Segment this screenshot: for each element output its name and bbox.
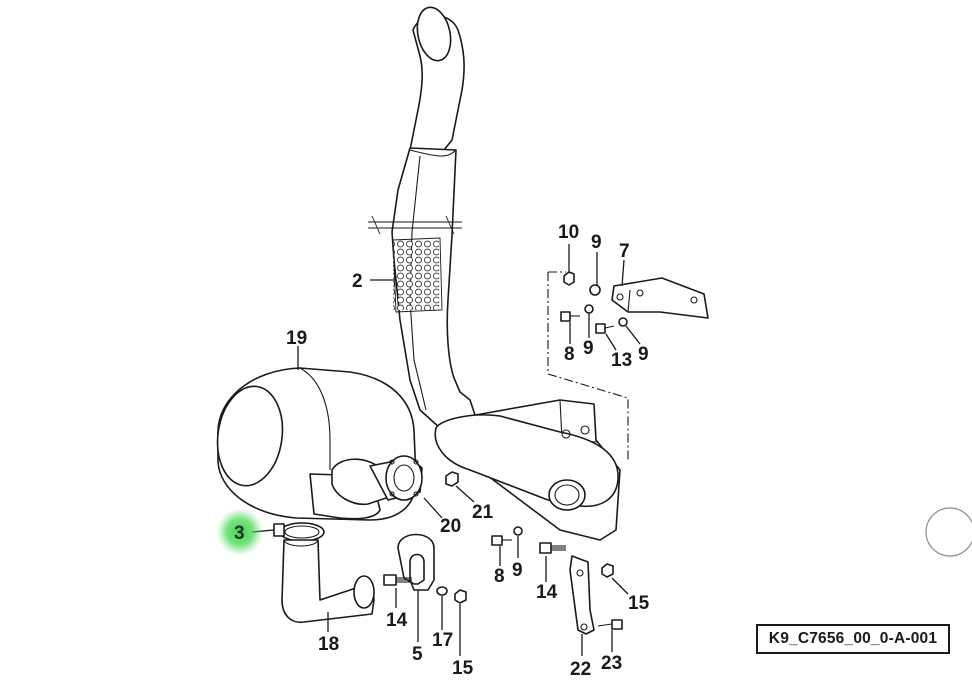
exhaust-elbow-assembly [434, 399, 621, 541]
exhaust-stack-pipe [368, 6, 477, 429]
callout-9-upper-right[interactable]: 9 [638, 344, 649, 365]
bolt-14-right [539, 542, 566, 554]
washer-9-top [589, 284, 601, 296]
callout-5[interactable]: 5 [412, 644, 423, 665]
callout-9-middle[interactable]: 9 [512, 560, 523, 581]
callout-3[interactable]: 3 [234, 523, 245, 544]
washer-17 [436, 586, 448, 596]
callout-14-right[interactable]: 14 [536, 582, 558, 603]
callout-2[interactable]: 2 [352, 271, 363, 292]
callout-9-top[interactable]: 9 [591, 232, 602, 253]
heat-shield-perforation [393, 240, 439, 310]
outlet-elbow-pipe [281, 539, 375, 624]
bolt-8-upper [560, 311, 580, 322]
washer-9-upper-right [618, 317, 628, 327]
nut-15-right [601, 563, 614, 578]
callout-13[interactable]: 13 [611, 350, 632, 371]
nut-10 [563, 271, 575, 286]
callout-7[interactable]: 7 [619, 241, 630, 262]
callout-9-upper-left[interactable]: 9 [583, 338, 594, 359]
callout-19[interactable]: 19 [286, 328, 307, 349]
callout-15-left[interactable]: 15 [452, 658, 474, 679]
callout-22[interactable]: 22 [570, 659, 591, 680]
callout-10[interactable]: 10 [558, 222, 579, 243]
callout-23[interactable]: 23 [601, 653, 622, 674]
callout-18[interactable]: 18 [318, 634, 339, 655]
callout-20[interactable]: 20 [440, 516, 461, 537]
zoom-circle-control[interactable] [925, 507, 972, 557]
support-bracket-22 [569, 555, 595, 635]
drawing-reference-code: K9_C7656_00_0-A-001 [756, 624, 950, 654]
callout-15-right[interactable]: 15 [628, 593, 650, 614]
highlight-glow [216, 508, 264, 556]
muffler [216, 367, 423, 521]
callout-8-middle[interactable]: 8 [494, 566, 505, 587]
pipe-clamp [397, 533, 435, 591]
outlet-clamp [273, 522, 325, 542]
bolt-13 [595, 323, 615, 334]
kit-boundary-line [547, 272, 629, 460]
washer-9-middle [513, 526, 523, 536]
bolt-14-left [383, 574, 412, 586]
washer-9-upper-left [584, 304, 594, 314]
callout-8-upper[interactable]: 8 [564, 344, 575, 365]
mounting-plate-7 [611, 277, 709, 319]
nut-21 [445, 471, 459, 487]
bolt-8-middle [491, 535, 512, 546]
callout-14-left[interactable]: 14 [386, 610, 408, 631]
callout-17[interactable]: 17 [432, 630, 453, 651]
callout-21[interactable]: 21 [472, 502, 494, 523]
bolt-23 [597, 619, 623, 630]
nut-15-left [454, 589, 467, 604]
